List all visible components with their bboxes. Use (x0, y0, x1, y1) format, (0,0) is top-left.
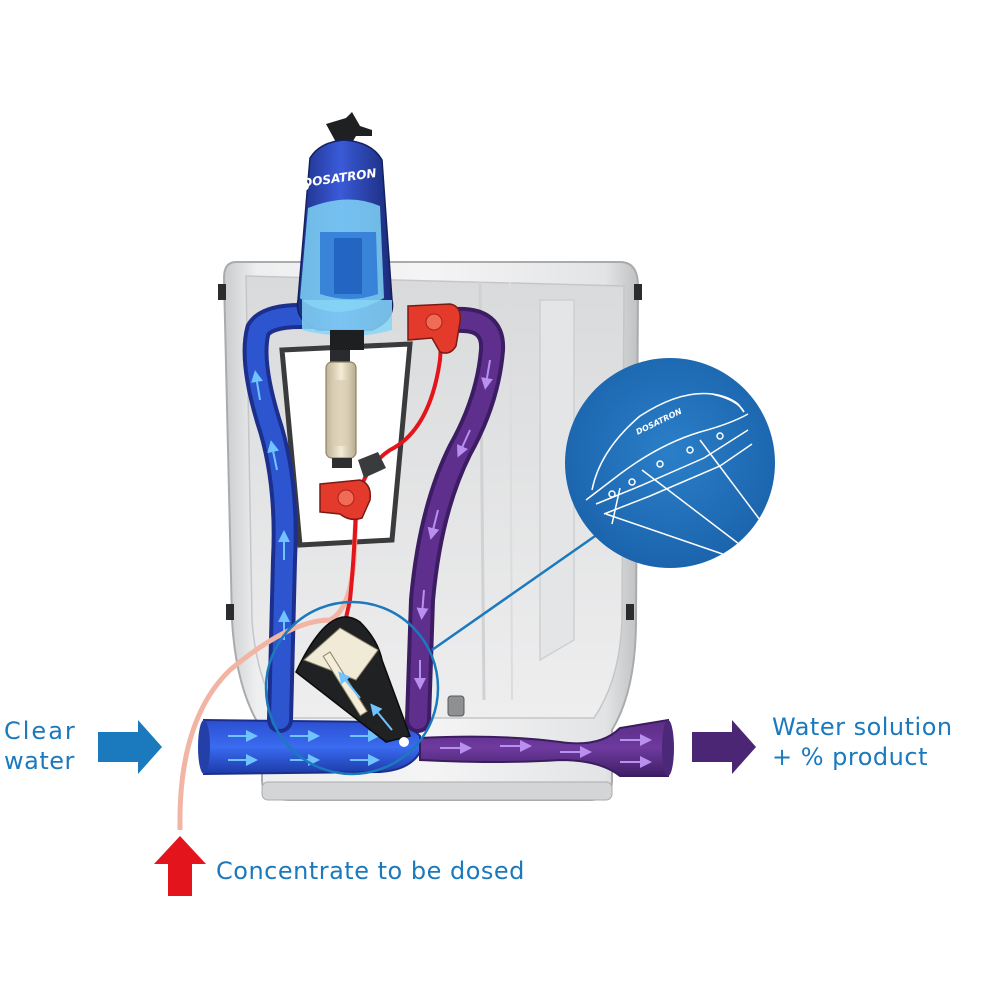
clear-water-label-line2: water (4, 747, 75, 775)
purple-return-tube (405, 306, 506, 733)
outlet-pipe (419, 718, 674, 777)
housing-clip (634, 284, 642, 300)
piston-assembly (325, 350, 386, 478)
housing-clip (226, 604, 234, 620)
concentrate-arrow (154, 836, 206, 896)
flow-arrows-outlet (440, 734, 652, 768)
inset-detail: DOSATRON (565, 358, 775, 568)
injector-zoom-circle (264, 600, 440, 776)
clear-water-arrow (98, 720, 162, 774)
callout-leader-line (431, 532, 599, 652)
water-solution-label-line2: + % product (772, 743, 928, 771)
solution-output-arrow (692, 720, 756, 774)
dosatron-pump: DOSATRON (296, 112, 394, 350)
clear-water-label-line1: Clear (4, 717, 77, 745)
flow-arrows-inlet (228, 730, 380, 766)
flow-indicators (98, 720, 756, 896)
water-solution-label-line1: Water solution (772, 713, 953, 741)
flow-arrows-return (414, 359, 493, 690)
housing-clip (626, 604, 634, 620)
inlet-pipe (198, 718, 421, 776)
housing-clip (218, 284, 226, 300)
concentrate-label: Concentrate to be dosed (216, 857, 525, 885)
zoom-callout (264, 532, 599, 776)
outlet-connector (447, 695, 465, 717)
pump-logo-icon (299, 181, 309, 191)
inset-circle (565, 358, 775, 568)
